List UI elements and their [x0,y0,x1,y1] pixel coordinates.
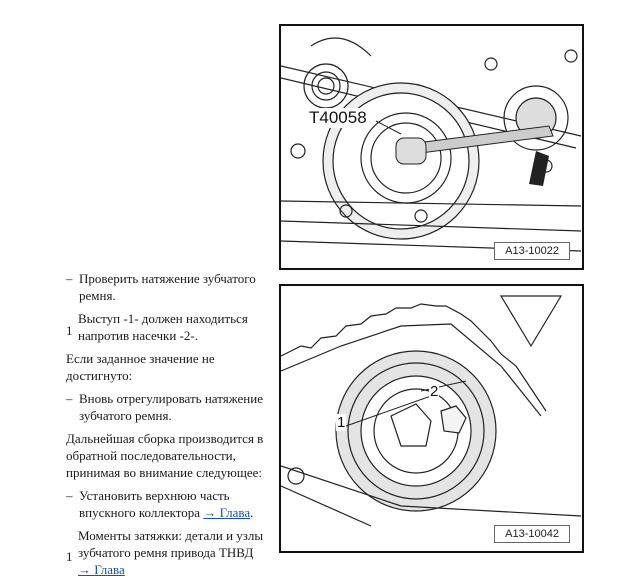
chapter-link[interactable]: → Глава [78,562,125,577]
note-number: 1 [66,322,73,338]
note-text: Выступ -1- должен находиться напротив на… [78,311,248,343]
period: . [250,505,254,520]
note-text: Моменты затяжки: детали и узлы зубчатого… [78,528,264,560]
condition-text: Если заданное значение не достигнуто: [66,351,215,383]
step-text: Вновь отрегулировать натяжение зубчатого… [79,391,263,423]
engine-drawing-icon [281,37,582,252]
note-projection: 1 Выступ -1- должен находиться напротив … [66,310,276,344]
figure-code: A13-10022 [494,242,570,260]
step-install-manifold: – Установить верхнюю часть впускного кол… [66,487,276,521]
note-torque: 1 Моменты затяжки: детали и узлы зубчато… [66,527,276,578]
tensioner-drawing-icon [281,295,582,527]
instructions-column: – Проверить натяжение зубчатого ремня. 1… [66,270,276,584]
tool-label: T40058 [307,108,369,128]
step-text: Установить верхнюю часть впускного колле… [79,488,230,520]
dash-bullet: – [66,391,73,406]
callout-2: 2 [429,383,440,400]
dash-bullet: – [66,488,73,503]
step-text: Проверить натяжение зубчатого ремня. [79,271,256,303]
figure-code: A13-10042 [494,525,570,543]
figure-belt-tensioner: 1 2 A13-10042 [279,284,584,553]
note-number: 1 [66,548,73,564]
figure-crankshaft-pulley: T40058 A13-10022 [279,24,584,270]
step-readjust-tension: – Вновь отрегулировать натяжение зубчато… [66,390,276,424]
step-check-belt-tension: – Проверить натяжение зубчатого ремня. [66,270,276,304]
callout-1: 1 [336,414,347,431]
chapter-link[interactable]: → Глава [203,505,251,520]
assembly-text: Дальнейшая сборка производится в обратно… [66,431,264,480]
dash-bullet: – [66,271,73,286]
